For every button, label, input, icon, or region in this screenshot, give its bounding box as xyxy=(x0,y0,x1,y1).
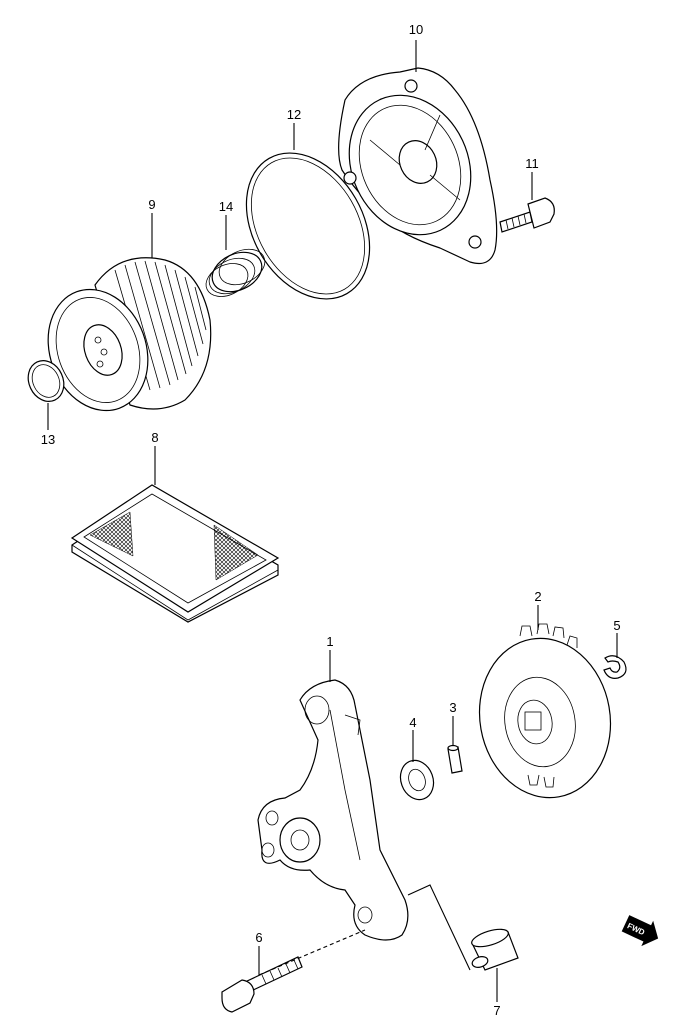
callout-11: 11 xyxy=(525,156,539,171)
part-2-pump-gear xyxy=(478,623,612,799)
callout-6: 6 xyxy=(255,930,262,945)
part-13-o-ring-small xyxy=(27,360,65,402)
part-1-oil-pump-body xyxy=(257,679,409,941)
part-6-long-bolt xyxy=(221,956,303,1013)
part-8-oil-strainer xyxy=(70,484,280,623)
part-9-oil-filter xyxy=(47,257,212,412)
part-4-washer xyxy=(399,759,435,801)
callout-12: 12 xyxy=(287,107,301,122)
part-3-pin xyxy=(447,744,463,774)
callout-9: 9 xyxy=(148,197,155,212)
callout-2: 2 xyxy=(534,589,541,604)
part-10-filter-cover xyxy=(338,67,498,265)
callout-13: 13 xyxy=(41,432,55,447)
callout-4: 4 xyxy=(409,715,416,730)
part-5-circlip xyxy=(603,655,627,679)
callout-7: 7 xyxy=(493,1003,500,1018)
callout-8: 8 xyxy=(151,430,158,445)
leader-lines xyxy=(47,40,618,1002)
part-12-o-ring xyxy=(245,152,371,300)
callout-14: 14 xyxy=(219,199,233,214)
part-14-spring xyxy=(205,248,266,297)
callout-labels: 10 11 12 14 9 13 8 2 5 3 4 1 6 7 xyxy=(41,22,621,1018)
callout-1: 1 xyxy=(326,634,333,649)
part-7-dowel xyxy=(471,928,519,971)
callout-3: 3 xyxy=(449,700,456,715)
callout-10: 10 xyxy=(409,22,423,37)
part-11-bolt xyxy=(499,197,555,233)
callout-5: 5 xyxy=(613,618,620,633)
fwd-badge: FWD xyxy=(621,915,659,947)
